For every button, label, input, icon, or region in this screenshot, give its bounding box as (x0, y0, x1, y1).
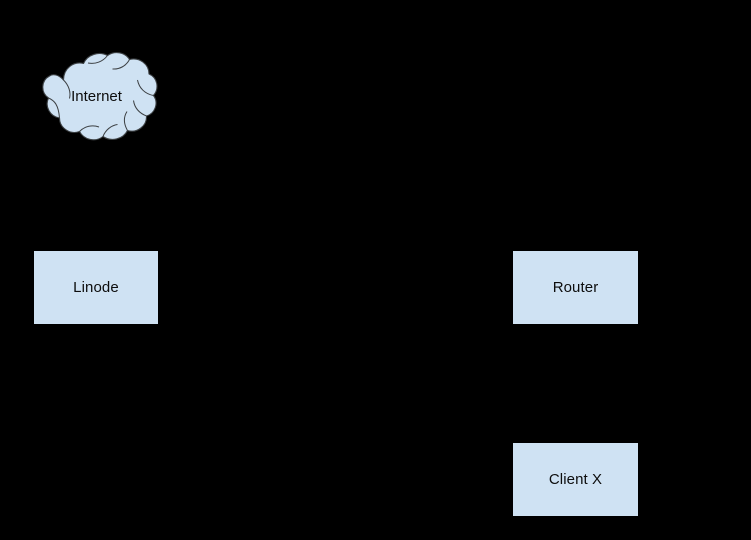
node-client-x-label: Client X (548, 471, 603, 488)
arrowhead-linode-router (159, 284, 166, 290)
node-router-label: Router (552, 279, 599, 296)
node-router[interactable]: Router (512, 250, 639, 325)
node-internet-label: Internet (71, 88, 122, 105)
node-client-x[interactable]: Client X (512, 442, 639, 517)
node-linode[interactable]: Linode (33, 250, 159, 325)
node-internet[interactable]: Internet (33, 50, 160, 143)
node-linode-label: Linode (73, 279, 119, 296)
